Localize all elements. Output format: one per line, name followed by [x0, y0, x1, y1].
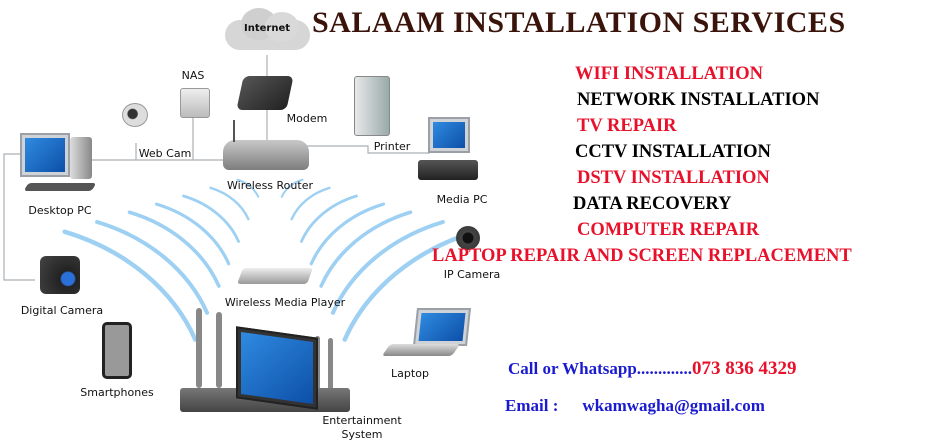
ip-camera-icon	[456, 226, 480, 250]
wifi-arc	[95, 219, 210, 315]
media-pc-label: Media PC	[436, 193, 488, 206]
wireless-router-icon	[223, 140, 309, 170]
wifi-arc	[330, 219, 445, 315]
digital-camera-icon	[40, 256, 80, 294]
modem-label: Modem	[286, 112, 328, 125]
service-network-installation: NETWORK INSTALLATION	[577, 90, 820, 110]
email-label: Email :	[505, 396, 559, 415]
webcam-label: Web Cam	[138, 147, 192, 160]
service-dstv-installation: DSTV INSTALLATION	[577, 168, 770, 188]
printer-icon	[354, 76, 390, 136]
business-title: SALAAM INSTALLATION SERVICES	[312, 6, 846, 39]
laptop-icon	[413, 308, 471, 346]
service-wifi-installation: WIFI INSTALLATION	[575, 64, 763, 84]
entertainment-label-line2: System	[341, 428, 383, 441]
speaker-icon	[216, 312, 222, 388]
wifi-arc	[309, 202, 386, 266]
wifi-arc	[182, 194, 240, 243]
media-pc-monitor-icon	[428, 117, 470, 153]
email-address[interactable]: wkamwagha@gmail.com	[582, 396, 765, 415]
keyboard-icon	[23, 183, 97, 191]
service-laptop-repair: LAPTOP REPAIR AND SCREEN REPLACEMENT	[432, 246, 852, 266]
wifi-arc	[209, 186, 250, 221]
smartphone-icon	[102, 322, 132, 379]
media-pc-icon	[418, 160, 478, 180]
wifi-arc	[127, 210, 221, 288]
service-data-recovery: DATA RECOVERY	[573, 194, 732, 214]
wifi-arc	[236, 178, 260, 198]
speaker-icon	[328, 338, 333, 392]
internet-cloud-icon	[225, 6, 310, 52]
nas-icon	[180, 88, 210, 118]
service-tv-repair: TV REPAIR	[577, 116, 677, 136]
desktop-pc-tower-icon	[70, 137, 92, 179]
entertainment-label-line1: Entertainment	[322, 414, 402, 427]
wireless-router-label: Wireless Router	[227, 179, 313, 192]
wifi-arc	[280, 178, 304, 198]
wifi-arc	[300, 194, 358, 243]
wifi-arc	[342, 229, 478, 342]
tv-icon	[236, 326, 318, 410]
laptop-base-icon	[381, 344, 461, 356]
email-line: Email : wkamwagha@gmail.com	[505, 396, 765, 416]
wifi-arc	[290, 186, 331, 221]
wifi-arc	[62, 229, 198, 342]
service-cctv-installation: CCTV INSTALLATION	[575, 142, 771, 162]
printer-label: Printer	[373, 140, 411, 153]
nas-label: NAS	[181, 69, 205, 82]
desktop-pc-label: Desktop PC	[28, 204, 92, 217]
service-computer-repair: COMPUTER REPAIR	[577, 220, 760, 240]
phone-line: Call or Whatsapp.............073 836 432…	[508, 358, 797, 380]
digital-camera-label: Digital Camera	[20, 304, 104, 317]
smartphones-label: Smartphones	[80, 386, 154, 399]
speaker-icon	[196, 308, 202, 388]
wireless-media-player-icon	[237, 268, 313, 284]
wifi-arc	[319, 210, 413, 288]
laptop-label: Laptop	[391, 367, 429, 380]
ip-camera-label: IP Camera	[443, 268, 501, 281]
desktop-pc-monitor-icon	[20, 133, 70, 177]
modem-icon	[236, 76, 294, 110]
phone-number[interactable]: 073 836 4329	[692, 358, 797, 379]
webcam-icon	[122, 103, 148, 127]
call-label: Call or Whatsapp.............	[508, 359, 693, 378]
wifi-arc	[154, 202, 231, 266]
internet-label: Internet	[243, 23, 291, 34]
wireless-media-player-label: Wireless Media Player	[224, 296, 346, 309]
